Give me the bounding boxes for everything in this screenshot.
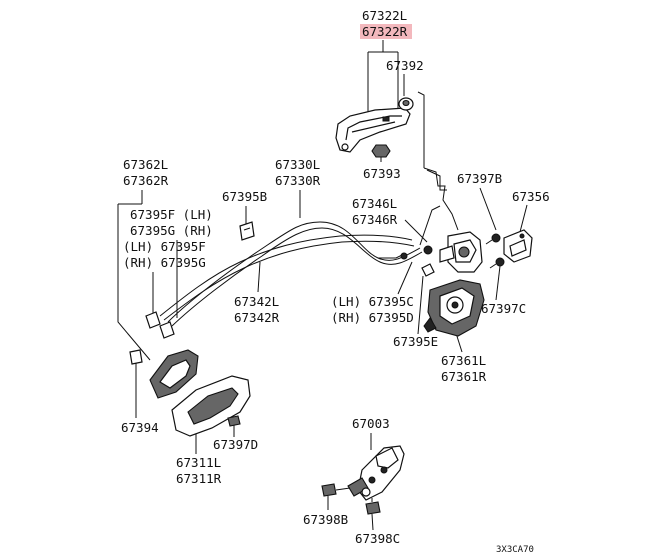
label-67346R[interactable]: 67346R (352, 212, 398, 227)
label-67395C[interactable]: (LH) 67395C (331, 294, 414, 309)
screw-67397D[interactable] (227, 415, 241, 436)
door-check[interactable] (347, 445, 405, 501)
label-67394[interactable]: 67394 (121, 420, 159, 435)
latch-rods (419, 167, 459, 246)
label-67395B[interactable]: 67395B (222, 189, 267, 204)
grommet-67392[interactable] (398, 97, 414, 111)
label-67356[interactable]: 67356 (512, 189, 550, 204)
label-67395E[interactable]: 67395E (393, 334, 438, 349)
label-67397D[interactable]: 67397D (213, 437, 258, 452)
inside-handle[interactable] (149, 349, 251, 437)
label-67362R[interactable]: 67362R (123, 173, 169, 188)
screw-67397B[interactable] (485, 233, 501, 245)
label-67342L[interactable]: 67342L (234, 294, 279, 309)
label-67330R[interactable]: 67330R (275, 173, 321, 188)
outside-handle[interactable] (335, 107, 411, 153)
clip-67394[interactable] (129, 349, 143, 365)
label-67395F-lh[interactable]: 67395F (LH) (130, 207, 213, 222)
label-67361L[interactable]: 67361L (441, 353, 486, 368)
label-67322L[interactable]: 67322L (362, 8, 407, 23)
label-67330L[interactable]: 67330L (275, 157, 320, 172)
label-67361R[interactable]: 67361R (441, 369, 487, 384)
clips-67395F-G[interactable] (145, 311, 175, 339)
label-67398B[interactable]: 67398B (303, 512, 348, 527)
label-67395G-side[interactable]: (RH) 67395G (123, 255, 206, 270)
clip-67395B[interactable] (239, 221, 255, 241)
label-67311R[interactable]: 67311R (176, 471, 222, 486)
screw-67397C[interactable] (489, 257, 505, 269)
label-67397C[interactable]: 67397C (481, 301, 526, 316)
label-67395G-rh[interactable]: 67395G (RH) (130, 223, 213, 238)
striker-plate[interactable] (503, 229, 533, 263)
label-67398C[interactable]: 67398C (355, 531, 400, 546)
cables (159, 221, 423, 327)
label-67346L[interactable]: 67346L (352, 196, 397, 211)
highlight-67322R (360, 24, 412, 39)
label-67395F-side[interactable]: (LH) 67395F (123, 239, 206, 254)
label-67392[interactable]: 67392 (386, 58, 424, 73)
label-67342R[interactable]: 67342R (234, 310, 280, 325)
lock-actuator[interactable] (423, 279, 485, 337)
bolt-67398C[interactable] (365, 498, 381, 515)
label-67311L[interactable]: 67311L (176, 455, 221, 470)
nut-67393[interactable] (371, 144, 391, 158)
label-67003[interactable]: 67003 (352, 416, 390, 431)
bolt-67398B[interactable] (321, 483, 351, 497)
label-67393[interactable]: 67393 (363, 166, 401, 181)
label-67397B[interactable]: 67397B (457, 171, 502, 186)
label-67395D[interactable]: (RH) 67395D (331, 310, 414, 325)
diagram-code: 3X3CA70 (496, 545, 534, 555)
latch-assembly[interactable] (421, 231, 483, 277)
label-67322R[interactable]: 67322R (362, 24, 408, 39)
label-67362L[interactable]: 67362L (123, 157, 168, 172)
